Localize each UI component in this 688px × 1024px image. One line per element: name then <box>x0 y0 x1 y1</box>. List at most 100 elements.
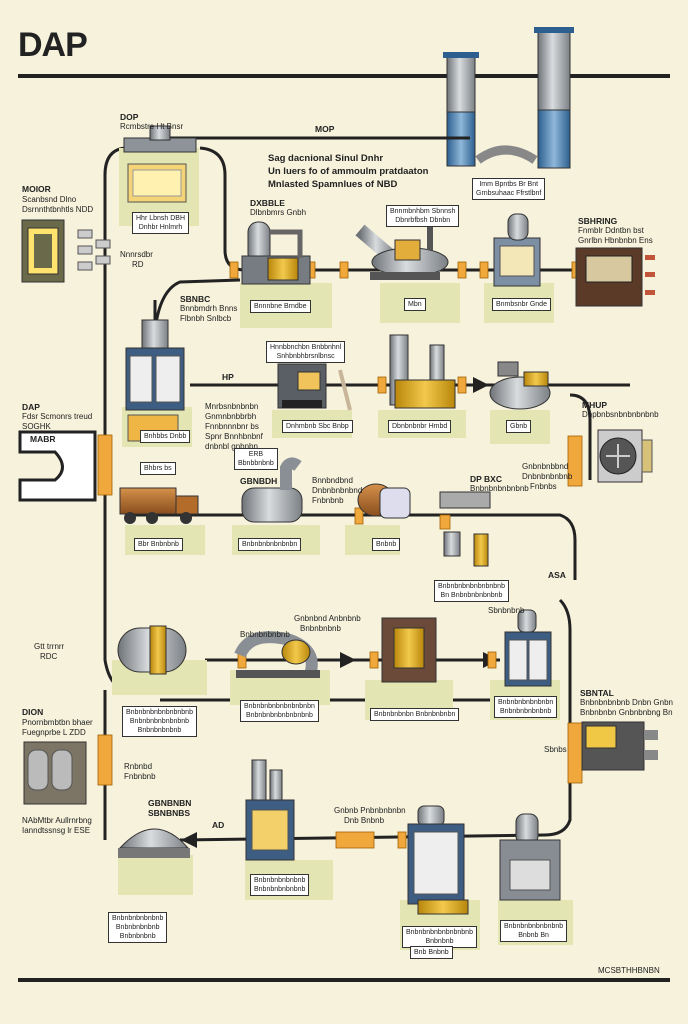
left-motor-panel <box>21 219 111 283</box>
gtt-label-2: RDC <box>40 652 58 661</box>
row5-box-3-line-2: Bnbnbnb <box>425 938 454 945</box>
nab-label-1: NAbMtbr Aullrnrbng <box>22 816 92 825</box>
row3-right-2: Dnbnbnbnbnb <box>522 472 573 481</box>
control-cabinet-2 <box>504 609 552 687</box>
row4-bnbnbn: Bnbnbnbnbnb <box>240 630 290 639</box>
row5-box-3: Bnbnbnbnbnbnbnbnb Bnbnbnb <box>402 926 477 948</box>
dop-title: DOP <box>120 112 139 122</box>
mhup-unit <box>597 429 653 483</box>
row4-box-4-line-2: Bnbnbnbnbnbnb <box>499 708 552 715</box>
row2-mid-1: Mnrbsnbnbnbn <box>205 402 259 411</box>
row3-box-4: Bnbnbnbnbnbnbnbnb Bn Bnbnbnbnbnbnb <box>434 580 509 602</box>
headline-1: Sag dacnional Sinul Dnhr <box>268 153 384 164</box>
press-unit <box>277 363 352 411</box>
mhup-title: MHUP <box>582 400 608 410</box>
row2-box-1-line-1: Hnnbbnchbn Bnbbnhnl <box>270 344 342 351</box>
hor-label-2: RD <box>132 260 144 269</box>
row5-box-5-line-1: Bnbnbnbnbnbnbnb <box>504 923 564 930</box>
row4-gnbnbd-2: Bnbnbnbnb <box>300 624 341 633</box>
motor-sub-1: Scanbsnd Dlno <box>22 195 77 204</box>
sbhrbng-cabinet <box>575 247 655 307</box>
dion-sub-2: Fuegnprbe L ZDD <box>22 728 86 737</box>
mop-label: MOP <box>315 124 335 134</box>
gtt-label-1: Gtt trrnrr <box>34 642 65 651</box>
row1-box-2: Bnnmbnhbm Sbnnsh Dbnrbfbsh Dbnbn <box>386 205 460 227</box>
gnbnb-prod-2: Dnb Bnbnb <box>344 816 385 825</box>
dxbble-sub: Dlbnbmrs Gnbh <box>250 208 307 217</box>
dop-box-line-2: Dnhbr Hnlmrh <box>138 224 183 231</box>
headline-3: Mnlasted Spamnlues of NBD <box>268 179 398 190</box>
cooler-unit <box>407 805 469 915</box>
row2-mid-3: Fnnbnnnbnr bs <box>205 422 259 431</box>
row2-box-4: Gbnb <box>506 420 532 433</box>
sbnbs-label: Sbnbs <box>544 745 567 754</box>
row3-box-4-line-1: Bnbnbnbnbnbnbnbnb <box>438 583 505 590</box>
row4-box-2: Bnbnbnbnbnbnbnbnbn Bnbnbnbnbnbnbnbnb <box>240 700 319 722</box>
dp-bxc-title: DP BXC <box>470 474 502 484</box>
row3-right-3: Fnbnbs <box>530 482 557 491</box>
row4-box-1-line-1: Bnbnbnbnbnbnbnbnb <box>126 709 193 716</box>
row4-box-4-line-1: Bnbnbnbnbnbnbn <box>498 699 554 706</box>
row2-mid-5: dnbnbl gnbnbn <box>205 442 258 451</box>
sbnbc-sub-2: Flbnbh Snlbcb <box>180 314 232 323</box>
row5-box-1-line-2: Bnbnbnbnbnb <box>115 924 160 931</box>
row1-box-1: Bnnnbne Brndbe <box>250 300 311 313</box>
row1-box-3: Mbn <box>404 298 426 311</box>
row2-mid-2: Gnmnbnbbrbh <box>205 412 257 421</box>
gbnbnb-title-2: SBNBNBS <box>148 808 191 818</box>
row2-left-box: Bnhbbs Dnbb <box>140 430 191 443</box>
gbnbdh-unit <box>241 457 303 523</box>
row5-box-1-line-1: Bnbnbnbnbnbnb <box>112 915 164 922</box>
motor-title: MOIOR <box>22 184 51 194</box>
truck-unit <box>119 487 199 524</box>
row4-box-2-line-1: Bnbnbnbnbnbnbnbnbn <box>244 703 315 710</box>
stack-box-line-1: Imm Bpntbs Br Bnt <box>479 181 539 188</box>
row5-box-5: Bnbnbnbnbnbnbnb Bnbnb Bn <box>500 920 568 942</box>
footer-credit: MCSBTHHBNBN <box>598 966 660 975</box>
row4-gnbnbd-1: Gnbnbnd Anbnbnb <box>294 614 361 623</box>
row3-right-1: Gnbnbnbbnd <box>522 462 569 471</box>
row4-box-2-line-2: Bnbnbnbnbnbnbnbnb <box>245 712 313 719</box>
sbhrbng-title: SBHRING <box>578 216 618 226</box>
twin-stacks <box>443 27 574 169</box>
row3-box-2: Bnbnbnbnbnbnbn <box>238 538 302 551</box>
bottom-rule <box>18 978 670 982</box>
dap-tower <box>125 319 185 442</box>
asa-label: ASA <box>548 570 566 580</box>
headline-2: Un luers fo of ammoulm pratdaaton <box>268 166 429 177</box>
tank-unit <box>357 483 411 519</box>
sbhrbng-sub-1: Fnmblr Ddntbn bst <box>578 226 644 235</box>
row2-small-line-2: Bbnbbnbnb <box>238 460 274 467</box>
dxbble-title: DXBBLE <box>250 198 285 208</box>
dap-left-bracket <box>18 430 97 502</box>
sbntal-sub-1: Bnbnbnbnbnb Dnbn Gnbn <box>580 698 673 707</box>
dop-box: Hhr Lbnsh DBH Dnhbr Hnlmrh <box>132 212 190 234</box>
mixer-unit <box>355 224 449 280</box>
kiln-unit <box>381 617 437 683</box>
sbnbnb-label: Sbnbnbnb <box>488 606 525 615</box>
row2-small-line-1: ERB <box>248 451 264 458</box>
motor-sub-2: Dsrnnthtbnhtls NDD <box>22 205 94 214</box>
gbnbdh-sub-2: Dnbnbnbnbnd <box>312 486 363 495</box>
row5-box-5-line-2: Bnbnb Bn <box>518 932 549 939</box>
dion-title: DION <box>22 707 44 717</box>
nab-label-2: Ianndtssnsg lr ESE <box>22 826 91 835</box>
mhup-sub: Dnpbnbsnbnbnbnbnb <box>582 410 659 419</box>
dp-bxc-unit <box>439 491 491 567</box>
row1-box-4: Bnmbsnbr Gnde <box>492 298 551 311</box>
dop-box-line-1: Hhr Lbnsh DBH <box>136 215 186 222</box>
sbntal-unit <box>581 721 658 771</box>
sbhrbng-sub-2: Gnrlbn Hbnbnbn Ens <box>578 236 653 245</box>
row4-box-4: Bnbnbnbnbnbnbn Bnbnbnbnbnbnb <box>494 696 558 718</box>
row2-left-box-2: Bhbrs bs <box>140 462 176 475</box>
dap-side-sub-1: Fdsr Scmonrs treud <box>22 412 93 421</box>
row2-box-3: Dbnbnbnbr Hmbd <box>388 420 452 433</box>
row5-box-2-line-1: Bnbnbnbnbnbnb <box>254 877 306 884</box>
row4-mid-left-1: Rnbnbd <box>124 762 153 771</box>
dap-card-label: MABR <box>30 434 56 444</box>
dion-unit <box>23 741 87 805</box>
gbnbdh-title: GBNBDH <box>240 476 278 486</box>
row4-box-1: Bnbnbnbnbnbnbnbnb Bnbnbnbnbnbnbnb Bnbnbn… <box>122 706 197 737</box>
row2-box-1: Hnnbbnchbn Bnbbnhnl Snhbnbhbrsnlbnsc <box>266 341 346 363</box>
